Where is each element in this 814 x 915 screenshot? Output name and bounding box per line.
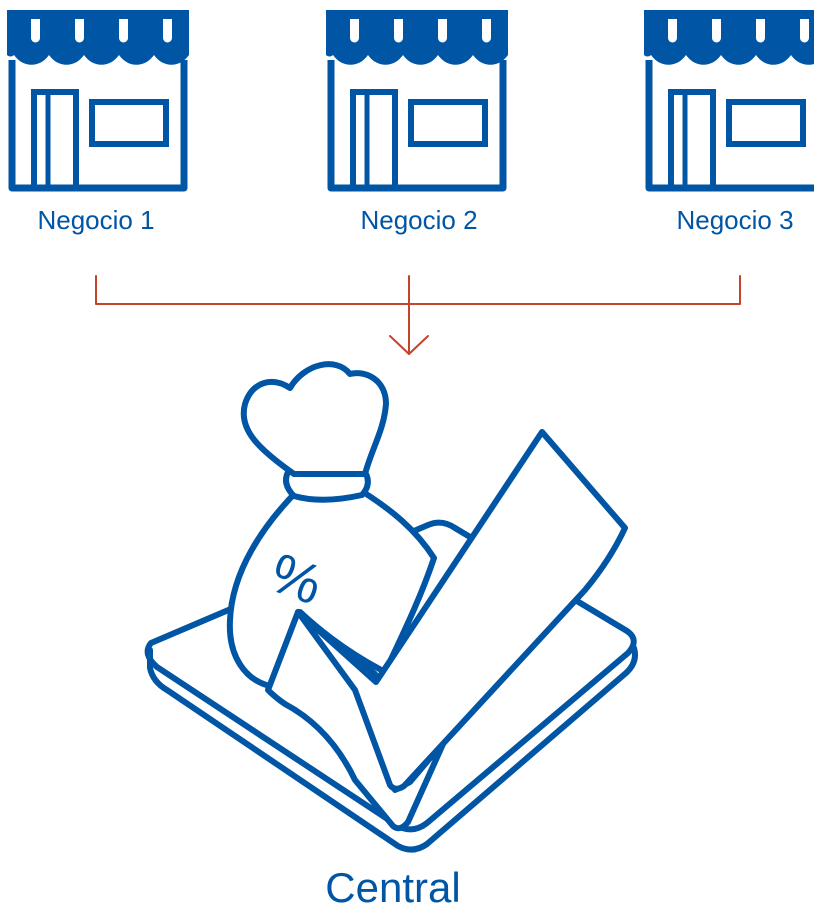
money-bag-checkmark-icon — [148, 364, 635, 849]
store-2: Negocio 2 — [326, 10, 508, 235]
store-2-label: Negocio 2 — [360, 205, 477, 235]
store-icon — [644, 10, 814, 188]
store-1-label: Negocio 1 — [37, 205, 154, 235]
store-icon — [7, 10, 189, 188]
central-label: Central — [325, 864, 460, 911]
store-icon — [326, 10, 508, 188]
store-1: Negocio 1 — [7, 10, 189, 235]
connector-lines — [96, 276, 740, 354]
store-3: Negocio 3 — [644, 10, 814, 235]
store-3-label: Negocio 3 — [676, 205, 793, 235]
